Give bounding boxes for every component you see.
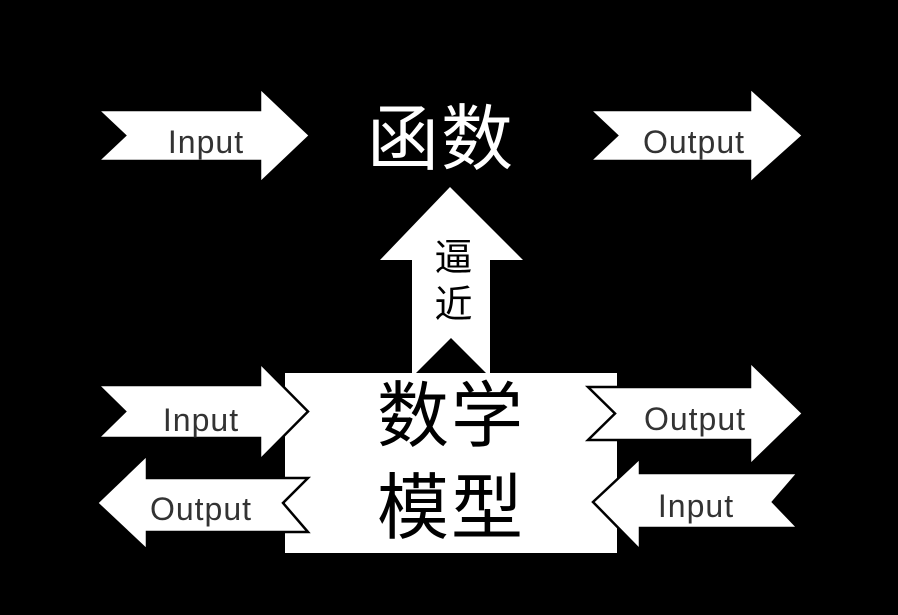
input-arrow-top bbox=[94, 85, 312, 186]
input-arrow-bottom-right bbox=[591, 455, 801, 554]
function-title: 函数 bbox=[366, 100, 515, 180]
model-box-title: 数学 模型 bbox=[285, 373, 617, 553]
input-arrow-middle bbox=[94, 359, 310, 464]
output-arrow-top bbox=[586, 85, 805, 186]
output-label-top: Output bbox=[642, 124, 746, 160]
model-box-line1: 数学 bbox=[376, 377, 525, 457]
model-box-line2: 模型 bbox=[376, 469, 525, 549]
approx-up-arrow bbox=[380, 187, 523, 377]
input-label-bottom: Input bbox=[657, 488, 735, 524]
model-box bbox=[285, 373, 617, 553]
output-arrow-middle bbox=[584, 359, 805, 468]
output-label-bottom: Output bbox=[149, 491, 253, 527]
input-label-top: Input bbox=[167, 124, 245, 160]
output-label-middle: Output bbox=[643, 401, 747, 437]
output-arrow-bottom-left bbox=[95, 452, 312, 553]
approx-arrow-label: 逼近 bbox=[428, 237, 470, 331]
input-label-middle: Input bbox=[162, 402, 240, 438]
